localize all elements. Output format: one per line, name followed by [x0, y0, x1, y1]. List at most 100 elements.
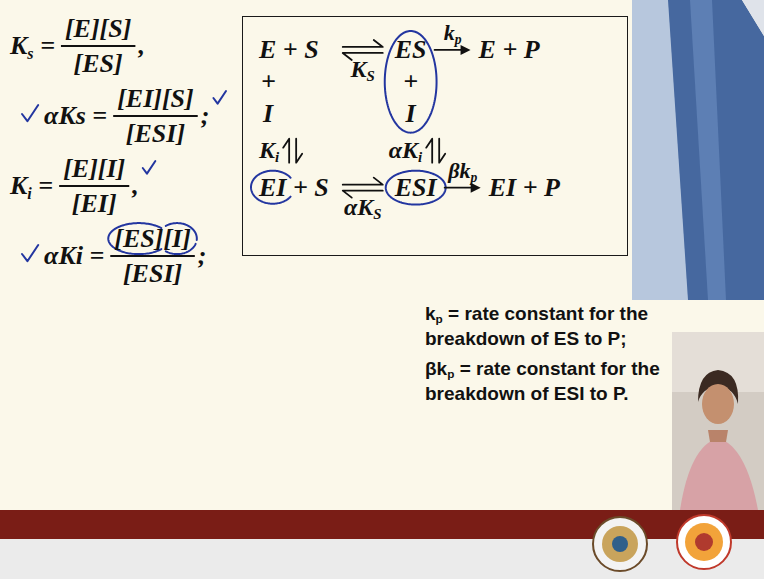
punctuation: ,: [138, 31, 145, 61]
text-run: EI + S: [259, 173, 329, 202]
subscript-run: s: [27, 44, 33, 61]
fraction-bar: [59, 185, 129, 187]
institute-logo: [593, 517, 647, 571]
text-run: K: [10, 31, 27, 60]
subscript-run: i: [418, 149, 422, 165]
equation-lhs: Ks =: [10, 31, 55, 62]
logo-ring: [677, 515, 731, 569]
text-run: [ESI]: [126, 119, 185, 148]
fraction-denominator: [ESI]: [123, 259, 182, 289]
text-run: = rate constant for the breakdown of ES …: [425, 303, 648, 349]
logo-core: [612, 536, 628, 552]
footer-ground: [0, 539, 764, 579]
nptel-logo: [677, 515, 731, 569]
text-run: βk: [448, 158, 470, 183]
text-run: αK: [344, 194, 373, 220]
text-run: αKi =: [44, 241, 104, 270]
blue-band-dark: [668, 0, 764, 300]
text-run: E + P: [479, 35, 540, 64]
text-run: K: [259, 137, 275, 163]
speaker-video: [672, 332, 764, 510]
rate-constant: kp: [444, 20, 462, 46]
text-run: I: [406, 99, 416, 128]
rate-constant: Ki: [259, 137, 279, 165]
subscript-run: i: [27, 184, 31, 201]
equilibrium-arrow: [426, 139, 432, 163]
fraction-bar: [61, 45, 135, 47]
reaction-scheme-box: E + SKSESkpE + P++IIKiαKiEI + SαKSESIβkp…: [242, 16, 628, 256]
rate-constant: αKS: [344, 194, 382, 222]
text-run: [E][I]: [63, 154, 125, 183]
speaker-body: [680, 438, 758, 510]
fraction-denominator: [EI]: [72, 189, 117, 219]
subscript-run: p: [436, 312, 443, 325]
text-run: ,: [138, 31, 145, 60]
text-run: k: [444, 20, 455, 45]
text-run: [EI]: [72, 189, 117, 218]
subscript-run: i: [275, 149, 279, 165]
fraction-bar: [113, 115, 198, 117]
punctuation: ,: [132, 171, 139, 201]
text-run: +: [261, 67, 276, 96]
text-run: k: [425, 303, 436, 324]
subscript-run: p: [470, 170, 477, 185]
text-run: [ESI]: [123, 259, 182, 288]
equilibrium-arrow: [343, 178, 383, 185]
text-run: I: [263, 99, 273, 128]
text-run: K: [10, 171, 27, 200]
band-corner: [742, 0, 764, 36]
logo-disc: [685, 523, 723, 561]
subscript-run: S: [373, 206, 381, 222]
text-run: [E][S]: [65, 14, 131, 43]
punctuation: ;: [201, 101, 210, 131]
pen-circle: [385, 31, 437, 133]
text-run: ;: [201, 101, 210, 130]
text-run: E + S: [259, 35, 319, 64]
equation-lhs: αKi =: [44, 241, 104, 271]
plus-sign: +: [261, 67, 276, 97]
inhibitor-symbol: I: [406, 99, 416, 129]
rate-constant: KS: [351, 56, 375, 84]
logo-ring: [593, 517, 647, 571]
check-mark: [143, 161, 156, 174]
plus-sign: +: [403, 67, 418, 97]
rate-constant: βkp: [448, 158, 477, 184]
inhibitor-symbol: I: [263, 99, 273, 129]
check-mark: [22, 105, 38, 121]
species-formula: ESI: [395, 173, 437, 203]
blue-band-stripe: [690, 0, 726, 300]
speaker-face: [702, 384, 734, 424]
text-run: ESI: [395, 173, 437, 202]
species-formula: EI + S: [259, 173, 329, 203]
text-run: =: [32, 171, 53, 200]
logo-core: [695, 533, 713, 551]
text-run: [ES][I]: [114, 224, 191, 253]
fraction-numerator: [E][I]: [63, 154, 125, 184]
subscript-run: p: [455, 32, 462, 47]
arrow-head: [461, 45, 471, 55]
species-formula: E + S: [259, 35, 319, 65]
check-mark: [22, 245, 38, 261]
text-run: [EI][S]: [117, 84, 194, 113]
fraction-bar: [110, 255, 195, 257]
text-run: EI + P: [489, 173, 560, 202]
species-formula: EI + P: [489, 173, 560, 203]
definition-note: kp = rate constant for the breakdown of …: [425, 302, 705, 351]
text-run: +: [403, 67, 418, 96]
check-mark: [213, 91, 226, 104]
fraction-denominator: [ES]: [74, 49, 123, 79]
pen-circle: [386, 171, 446, 205]
definition-note: βkp = rate constant for the breakdown of…: [425, 357, 705, 406]
speaker-neck: [708, 430, 728, 442]
equilibrium-arrow: [439, 139, 445, 163]
equation-lhs: Ki =: [10, 171, 53, 202]
text-run: αK: [389, 137, 418, 163]
punctuation: ;: [198, 241, 207, 271]
video-frame: [672, 332, 764, 510]
logo-disc: [602, 526, 638, 562]
text-run: ES: [395, 35, 427, 64]
species-formula: ES: [395, 35, 427, 65]
fraction-numerator: [EI][S]: [117, 84, 194, 114]
fraction-numerator: [ES][I]: [114, 224, 191, 254]
